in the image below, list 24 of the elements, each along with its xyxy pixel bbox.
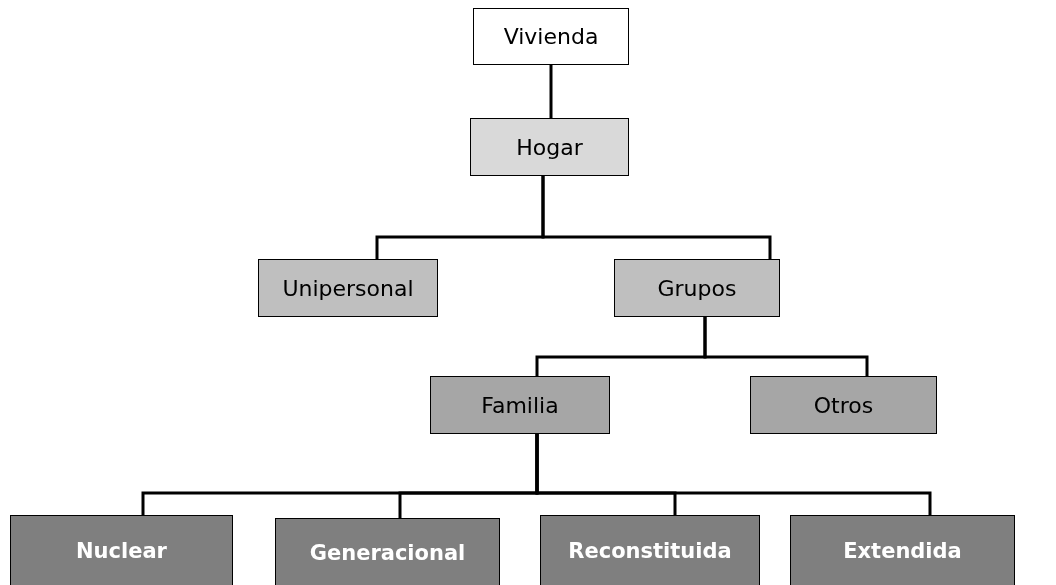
category-box [614,259,780,317]
connector-line [541,176,772,259]
box-label: Vivienda [503,24,599,49]
box-label: Reconstituida [568,539,732,563]
category-box [470,118,629,176]
category-box [275,518,500,585]
category-box [540,515,760,585]
box-label: Unipersonal [282,275,414,301]
box-label: Hogar [516,134,583,160]
category-box [258,259,438,317]
category-box [473,8,629,65]
box-label: Nuclear [76,539,167,563]
category-box [790,515,1015,585]
category-box [10,515,233,585]
box-label: Generacional [309,540,466,565]
connector-line [535,434,932,515]
box-label: Otros [813,392,874,418]
connector-line [549,65,553,118]
category-box [750,376,937,434]
box-label: Familia [481,392,559,418]
box-label: Extendida [843,539,962,563]
box-label: Grupos [657,275,737,301]
category-box [430,376,610,434]
connector-line [703,317,869,376]
